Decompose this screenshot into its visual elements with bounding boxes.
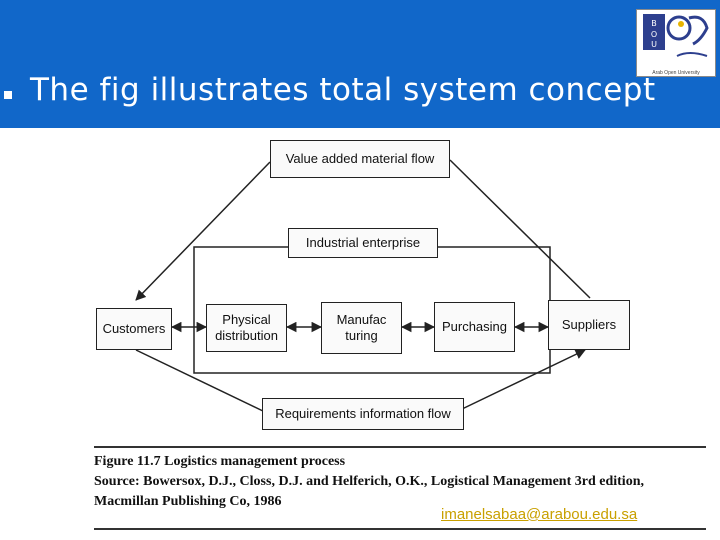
- figure-caption: Figure 11.7 Logistics management process…: [94, 452, 704, 512]
- arab-open-university-logo: B O U Arab Open University: [636, 9, 716, 77]
- flow-line-from-suppliers: [449, 159, 591, 299]
- svg-text:O: O: [651, 30, 657, 39]
- customers-box: Customers: [96, 308, 172, 350]
- caption-bottom-rule: [94, 528, 706, 530]
- suppliers-box: Suppliers: [548, 300, 630, 350]
- logo-emblem-icon: B O U: [643, 14, 709, 57]
- requirements-information-flow-box: Requirements information flow: [262, 398, 464, 430]
- caption-line-2: Source: Bowersox, D.J., Closs, D.J. and …: [94, 474, 644, 489]
- caption-top-rule: [94, 446, 706, 448]
- svg-text:B: B: [651, 19, 657, 28]
- physical-distribution-box: Physical distribution: [206, 304, 287, 352]
- logistics-diagram: Value added material flow Industrial ent…: [0, 128, 720, 540]
- slide-title: The fig illustrates total system concept: [30, 72, 656, 108]
- manufacturing-box: Manufac turing: [321, 302, 402, 354]
- svg-text:U: U: [651, 40, 657, 49]
- value-added-material-flow-box: Value added material flow: [270, 140, 450, 178]
- title-banner: [0, 0, 720, 128]
- flow-arrow-to-customers: [135, 161, 271, 301]
- info-line-from-customers: [135, 349, 266, 413]
- email-link[interactable]: imanelsabaa@arabou.edu.sa: [441, 506, 638, 523]
- industrial-enterprise-box: Industrial enterprise: [288, 228, 438, 258]
- info-arrow-to-suppliers: [459, 349, 586, 411]
- purchasing-box: Purchasing: [434, 302, 515, 352]
- caption-line-3: Macmillan Publishing Co, 1986: [94, 494, 282, 509]
- square-bullet-icon: [4, 91, 12, 99]
- caption-line-1: Figure 11.7 Logistics management process: [94, 454, 346, 469]
- logo-caption: Arab Open University: [652, 70, 700, 76]
